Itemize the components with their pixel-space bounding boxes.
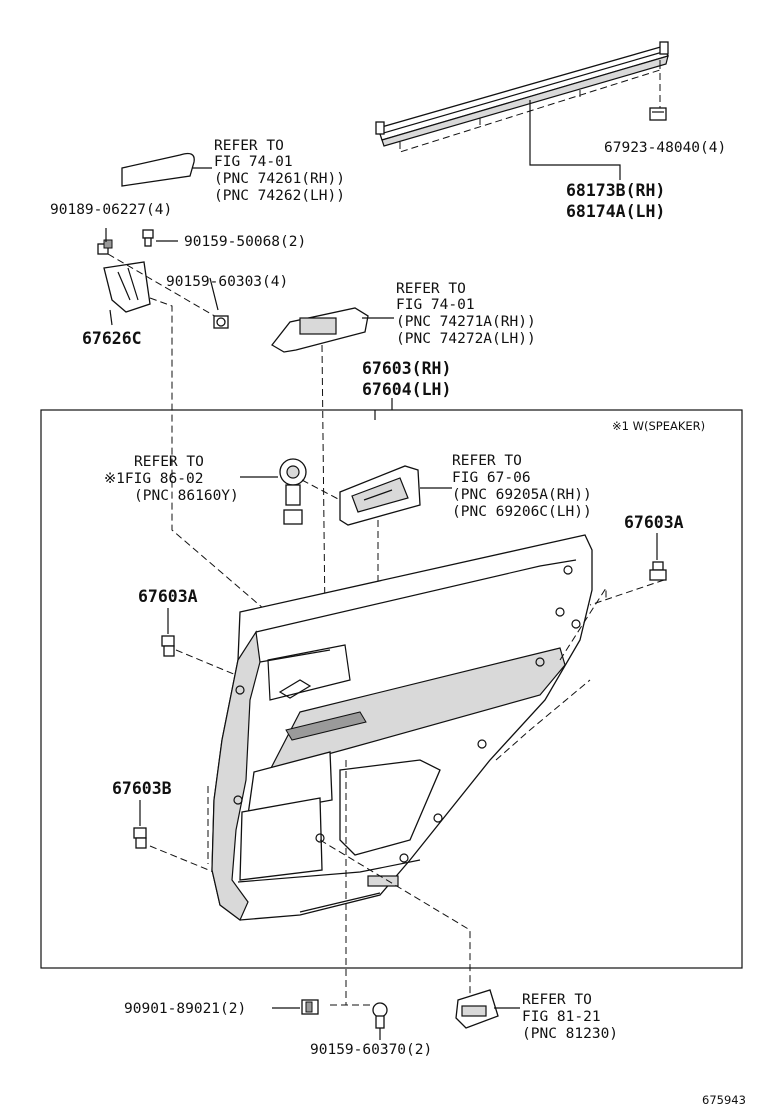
label-refer-81230-line3: (PNC 81230) [522, 1026, 618, 1042]
label-67603b: 67603B [112, 779, 172, 798]
label-refer-86160-line2: ※1FIG 86-02 [104, 471, 203, 487]
garnish-74261[interactable] [121, 152, 195, 187]
label-67604-lh: 67604(LH) [362, 380, 451, 399]
clip-67603b[interactable] [133, 827, 147, 849]
label-refer-86160-line1: REFER TO [134, 454, 204, 470]
label-refer-69205-line3: (PNC 69205A(RH)) [452, 487, 592, 503]
clip-67923[interactable] [649, 107, 667, 121]
clip-67603a-left[interactable] [161, 635, 175, 657]
label-refer-81230-line1: REFER TO [522, 992, 592, 1008]
label-refer-69205-line1: REFER TO [452, 453, 522, 469]
label-90159-60370: 90159-60370(2) [310, 1042, 432, 1058]
label-refer-74271-line2: FIG 74-01 [396, 297, 475, 313]
label-refer-74271-line1: REFER TO [396, 281, 466, 297]
label-67626c: 67626C [82, 329, 142, 348]
label-speaker-note: ※1 W(SPEAKER) [612, 419, 705, 433]
label-refer-69205-line2: FIG 67-06 [452, 470, 531, 486]
label-refer-74261-line2: FIG 74-01 [214, 154, 293, 170]
label-67603a-left: 67603A [138, 587, 198, 606]
speaker-86160[interactable] [279, 458, 307, 525]
screw-90159-50068[interactable] [142, 229, 154, 247]
clip-67603a-right[interactable] [649, 561, 667, 581]
screw-90159-60370[interactable] [372, 1002, 388, 1029]
label-90159-50068: 90159-50068(2) [184, 234, 306, 250]
clip-90189[interactable] [97, 239, 113, 255]
clip-90901[interactable] [301, 999, 319, 1015]
label-refer-74271-line4: (PNC 74272A(LH)) [396, 331, 536, 347]
lamp-81230[interactable] [455, 989, 499, 1029]
weatherstrip-part[interactable] [375, 41, 669, 147]
label-90159-60303: 90159-60303(4) [166, 274, 288, 290]
label-refer-81230-line2: FIG 81-21 [522, 1009, 601, 1025]
label-refer-74261-line4: (PNC 74262(LH)) [214, 188, 345, 204]
switch-base-74271[interactable] [271, 307, 369, 353]
door-trim-panel[interactable] [211, 534, 593, 921]
label-90901: 90901-89021(2) [124, 1001, 246, 1017]
label-67603a-right: 67603A [624, 513, 684, 532]
label-67603-rh: 67603(RH) [362, 359, 451, 378]
label-refer-86160-line3: (PNC 86160Y) [134, 488, 239, 504]
bracket-67626c[interactable] [103, 261, 151, 313]
label-refer-74261-line3: (PNC 74261(RH)) [214, 171, 345, 187]
label-refer-74271-line3: (PNC 74271A(RH)) [396, 314, 536, 330]
label-67923: 67923-48040(4) [604, 140, 726, 156]
label-68173b-rh: 68173B(RH) [566, 181, 665, 200]
label-68174a-lh: 68174A(LH) [566, 202, 665, 221]
label-refer-69205-line4: (PNC 69206C(LH)) [452, 504, 592, 520]
label-refer-74261-line1: REFER TO [214, 138, 284, 154]
screw-90159-60303[interactable] [213, 315, 229, 329]
label-90189: 90189-06227(4) [50, 202, 172, 218]
inside-handle-69205[interactable] [339, 465, 421, 526]
label-diagram-id: 675943 [702, 1093, 746, 1107]
